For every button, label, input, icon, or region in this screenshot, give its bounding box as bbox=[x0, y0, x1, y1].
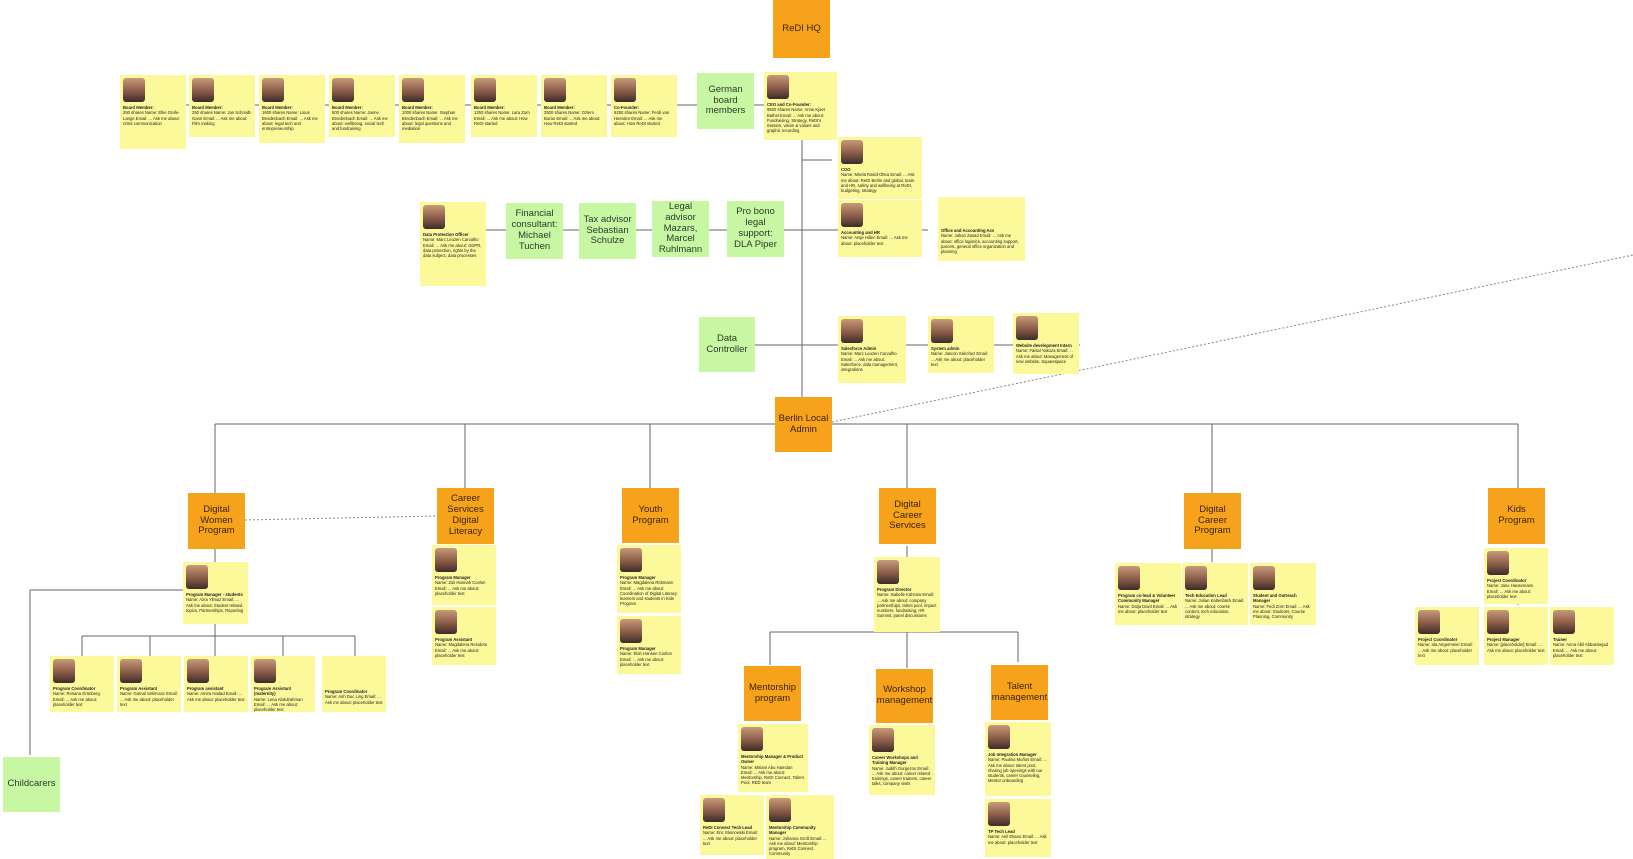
person-card[interactable]: Board Member:1600 shares Name: Linus Bre… bbox=[259, 75, 325, 143]
avatar bbox=[620, 548, 642, 572]
person-card[interactable]: Program co-lead & Volunteer Community Ma… bbox=[1115, 563, 1181, 625]
workshop-management-node[interactable]: Workshop management bbox=[876, 669, 933, 723]
avatar bbox=[474, 78, 496, 102]
avatar bbox=[931, 319, 953, 343]
avatar bbox=[872, 728, 894, 752]
financial-consultant-node[interactable]: Financial consultant: Michael Tuchen bbox=[506, 203, 563, 259]
youth-program-node[interactable]: Youth Program bbox=[622, 488, 679, 543]
avatar bbox=[544, 78, 566, 102]
childcarers-node[interactable]: Childcarers bbox=[3, 757, 60, 812]
legal-advisor-node[interactable]: Legal advisor Mazars, Marcel Ruhlmann bbox=[652, 201, 709, 257]
avatar bbox=[186, 565, 208, 589]
german-board-members-node[interactable]: German board members bbox=[697, 73, 754, 129]
avatar bbox=[435, 610, 457, 634]
avatar bbox=[120, 659, 142, 683]
person-card[interactable]: Board Member:250 shares Name: Elke Grafe… bbox=[120, 75, 186, 149]
avatar bbox=[1418, 610, 1440, 634]
person-card[interactable]: Board Member:250 shares Name: Jan Schmid… bbox=[189, 75, 255, 137]
avatar bbox=[435, 548, 457, 572]
avatar bbox=[1118, 566, 1140, 590]
avatar bbox=[254, 659, 276, 683]
avatar bbox=[332, 78, 354, 102]
avatar bbox=[1185, 566, 1207, 590]
ceo-card[interactable]: CEO and Co-Founder:9500 shares Name: Ann… bbox=[764, 72, 837, 140]
redi-hq-node[interactable]: ReDI HQ bbox=[773, 0, 830, 58]
avatar bbox=[1553, 610, 1575, 634]
data-controller-node[interactable]: Data Controller bbox=[699, 317, 755, 372]
person-card[interactable]: Board Member:2500 shares Name: Ozlem Bur… bbox=[541, 75, 607, 137]
digital-career-program-node[interactable]: Digital Career Program bbox=[1184, 493, 1241, 549]
person-card[interactable]: Program Assistant (maternity)Name: Lena … bbox=[251, 656, 315, 712]
person-card[interactable]: Board Member:1250 shares Name: Lara Zorn… bbox=[471, 75, 537, 137]
avatar bbox=[187, 659, 209, 683]
person-card[interactable]: Board Member:500 shares Name: Janne Brei… bbox=[329, 75, 395, 137]
avatar bbox=[1487, 551, 1509, 575]
avatar bbox=[192, 78, 214, 102]
person-card[interactable]: Board Member:1000 shares Name: Stephan B… bbox=[399, 75, 465, 143]
avatar bbox=[402, 78, 424, 102]
mentorship-program-node[interactable]: Mentorship program bbox=[744, 666, 801, 721]
avatar bbox=[769, 798, 791, 822]
avatar bbox=[1253, 566, 1275, 590]
avatar bbox=[53, 659, 75, 683]
avatar bbox=[877, 560, 899, 584]
avatar bbox=[614, 78, 636, 102]
avatar bbox=[767, 75, 789, 99]
pro-bono-legal-node[interactable]: Pro bono legal support: DLA Piper bbox=[727, 201, 784, 257]
avatar bbox=[423, 205, 445, 229]
avatar bbox=[841, 140, 863, 164]
person-card[interactable]: Co-Founder:6250 shares Name: Ferdi van H… bbox=[611, 75, 677, 137]
avatar bbox=[620, 619, 642, 643]
career-services-digital-literacy-node[interactable]: Career Services Digital Literacy bbox=[437, 488, 494, 544]
kids-program-node[interactable]: Kids Program bbox=[1488, 488, 1545, 544]
avatar bbox=[988, 802, 1010, 826]
avatar bbox=[841, 319, 863, 343]
avatar bbox=[841, 203, 863, 227]
digital-women-program-node[interactable]: Digital Women Program bbox=[188, 493, 245, 549]
avatar bbox=[741, 727, 763, 751]
avatar bbox=[1016, 316, 1038, 340]
avatar bbox=[1487, 610, 1509, 634]
tax-advisor-node[interactable]: Tax advisor Sebastian Schulze bbox=[579, 203, 636, 259]
avatar bbox=[703, 798, 725, 822]
avatar bbox=[123, 78, 145, 102]
avatar bbox=[262, 78, 284, 102]
avatar bbox=[988, 725, 1010, 749]
berlin-local-admin-node[interactable]: Berlin Local Admin bbox=[775, 397, 832, 452]
digital-career-services-node[interactable]: Digital Career Services bbox=[879, 488, 936, 544]
talent-management-node[interactable]: Talent management bbox=[991, 665, 1048, 720]
